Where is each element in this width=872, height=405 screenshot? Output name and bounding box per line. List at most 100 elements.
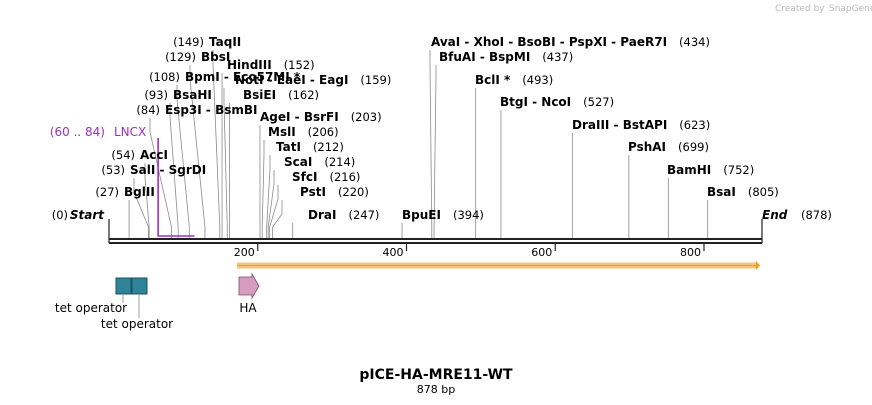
- site-draiii: DraIII - BstAPI (623): [572, 118, 710, 132]
- site-pos-bbsi: (129): [165, 50, 196, 64]
- sequence-tick-label-800: 800: [680, 246, 701, 259]
- site-start: Start(0): [52, 208, 106, 222]
- site-bamhi: BamHI (752): [667, 163, 754, 177]
- site-bsahi: BsaHI (93): [144, 88, 212, 102]
- site-line-esp3i: [149, 118, 172, 239]
- site-line-msli: [261, 140, 265, 239]
- site-pos-bsahi: (93): [144, 88, 168, 102]
- site-pos-btgi: (527): [583, 95, 614, 109]
- site-name-pshai: PshAI: [628, 140, 666, 154]
- site-end: End (878): [762, 208, 832, 222]
- site-pos-bpmi: (108): [149, 70, 180, 84]
- site-pos-agei: (203): [351, 110, 382, 124]
- site-bpuei: BpuEI(394): [402, 208, 484, 222]
- feature-ha-label: HA: [239, 301, 257, 315]
- site-noti: NotI - EaeI - EagI (159): [235, 73, 391, 87]
- site-name-bsai: BsaI: [707, 185, 736, 199]
- site-name-taqii: TaqII: [209, 35, 241, 49]
- site-taqii: TaqII (149): [173, 35, 241, 49]
- plasmid-length: 878 bp: [417, 383, 455, 396]
- site-pos-noti: (159): [360, 73, 391, 87]
- site-line-avai: [429, 50, 433, 239]
- feature-ha-arrow: [238, 272, 260, 300]
- site-name-scai: ScaI: [284, 155, 312, 169]
- site-avai: AvaI - XhoI - BsoBI - PspXI - PaeR7I (434…: [431, 35, 710, 49]
- site-pos-hindiii: (152): [284, 58, 315, 72]
- site-sali: SalI - SgrDI(53): [101, 163, 206, 177]
- orf-arrow-head: [756, 261, 760, 270]
- site-name-esp3i: Esp3I - BsmBI: [165, 103, 257, 117]
- site-pos-scai: (214): [324, 155, 355, 169]
- site-pos-drai: (247): [348, 208, 379, 222]
- site-name-end: End: [762, 208, 788, 222]
- site-name-bbsi: BbsI: [201, 50, 230, 64]
- site-bsiei: BsiEI(162): [243, 88, 319, 102]
- site-name-btgi: BtgI - NcoI: [500, 95, 571, 109]
- site-name-bsahi: BsaHI: [173, 88, 212, 102]
- site-name-drai: DraI: [308, 208, 336, 222]
- site-pos-taqii: (149): [173, 35, 204, 49]
- feature-tet-operator-1-box: [115, 277, 132, 295]
- orf-track: [237, 261, 760, 270]
- site-drai: DraI (247): [308, 208, 379, 222]
- primer-track: (60 .. 84) LNCX: [50, 125, 195, 237]
- plasmid-name: pICE-HA-MRE11-WT: [359, 367, 513, 383]
- site-name-draiii: DraIII - BstAPI: [572, 118, 667, 132]
- site-pos-msli: (206): [308, 125, 339, 139]
- site-pshai: PshAI (699): [628, 140, 709, 154]
- plasmid-caption: pICE-HA-MRE11-WT 878 bp: [359, 367, 513, 396]
- site-pos-psti: (220): [338, 185, 369, 199]
- site-name-start: Start: [70, 208, 105, 222]
- site-name-sali: SalI - SgrDI: [130, 163, 206, 177]
- site-pos-avai: (434): [679, 35, 710, 49]
- site-line-sfci: [269, 185, 279, 239]
- site-name-tati: TatI: [276, 140, 301, 154]
- site-pos-pshai: (699): [678, 140, 709, 154]
- site-line-bsahi: [169, 103, 179, 239]
- site-pos-bcli: (493): [522, 73, 553, 87]
- site-bcli: BclI * (493): [475, 73, 553, 87]
- site-name-bcli: BclI *: [475, 73, 511, 87]
- site-psti: PstI (220): [300, 185, 369, 199]
- site-pos-bfuai: (437): [542, 50, 573, 64]
- site-pos-end: (878): [801, 208, 832, 222]
- watermark: Created by SnapGene: [775, 4, 872, 14]
- site-msli: MslI (206): [268, 125, 339, 139]
- site-lines: [128, 50, 709, 239]
- sequence-tick-label-400: 400: [382, 246, 403, 259]
- site-scai: ScaI (214): [284, 155, 355, 169]
- site-name-avai: AvaI - XhoI - BsoBI - PspXI - PaeR7I: [431, 35, 667, 49]
- site-name-msli: MslI: [268, 125, 296, 139]
- site-line-psti: [272, 200, 283, 239]
- site-name-agei: AgeI - BsrFI: [260, 110, 339, 124]
- site-line-sali: [133, 178, 149, 239]
- site-pos-start: (0): [52, 208, 68, 222]
- site-agei: AgeI - BsrFI (203): [260, 110, 382, 124]
- site-pos-esp3i: (84): [136, 103, 160, 117]
- site-pos-bsiei: (162): [288, 88, 319, 102]
- feature-tet-operator-2-label: tet operator: [101, 317, 173, 331]
- primer-lncx-line: [157, 138, 195, 237]
- site-bfuai: BfuAI - BspMI(437): [439, 50, 573, 64]
- sequence-tick-label-600: 600: [531, 246, 552, 259]
- site-name-psti: PstI: [300, 185, 326, 199]
- site-name-hindiii: HindIII: [227, 58, 272, 72]
- site-name-bpmi: BpmI - Eco57MI *: [185, 70, 301, 84]
- site-line-tati: [266, 155, 271, 239]
- site-pos-bamhi: (752): [723, 163, 754, 177]
- site-name-acci: AccI: [140, 148, 168, 162]
- site-line-bpmi: [176, 85, 190, 239]
- site-pos-draiii: (623): [679, 118, 710, 132]
- site-line-taqii: [212, 50, 221, 239]
- site-name-bamhi: BamHI: [667, 163, 711, 177]
- site-bglii: BglII(27): [95, 185, 154, 199]
- site-name-noti: NotI - EaeI - EagI: [235, 73, 348, 87]
- site-pos-acci: (54): [111, 148, 135, 162]
- site-pos-bpuei: (394): [453, 208, 484, 222]
- primer-lncx-name: LNCX: [114, 125, 146, 139]
- site-pos-sfci: (216): [329, 170, 360, 184]
- primer-lncx-range: (60 .. 84): [50, 125, 105, 139]
- site-pos-bglii: (27): [95, 185, 119, 199]
